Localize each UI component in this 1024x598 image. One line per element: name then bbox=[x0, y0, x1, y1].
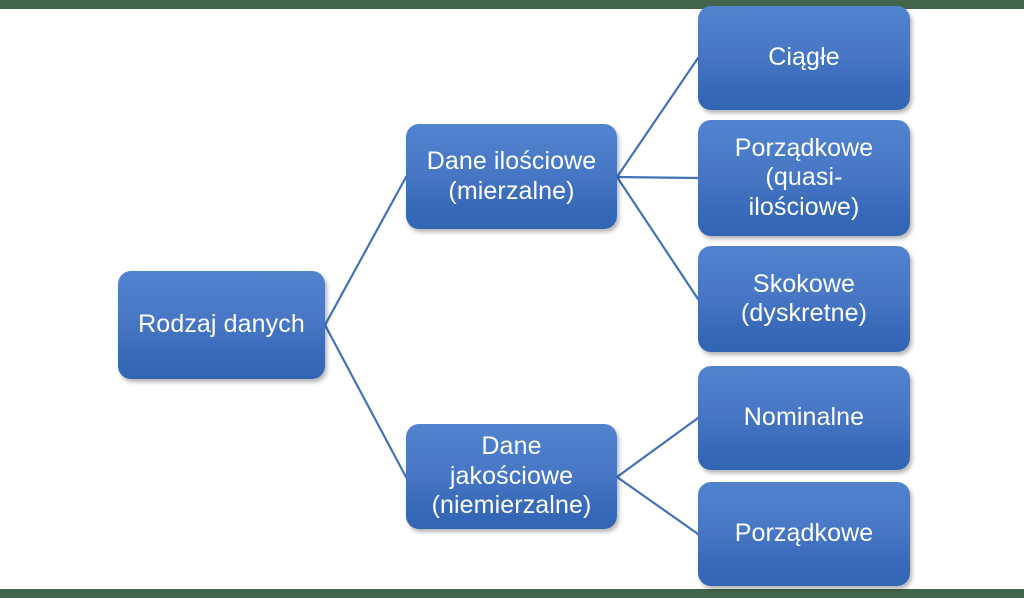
connector-qualitative-to-nominalne bbox=[615, 416, 700, 479]
connector-quantitative-to-skokowe bbox=[615, 175, 700, 301]
node-root-rodzaj-danych[interactable]: Rodzaj danych bbox=[118, 271, 325, 379]
connector-root-to-qualitative bbox=[323, 323, 408, 479]
connector-quantitative-to-porzadkowe-quasi bbox=[615, 175, 700, 180]
node-nominalne[interactable]: Nominalne bbox=[698, 366, 910, 470]
node-dane-ilosciowe[interactable]: Dane ilościowe (mierzalne) bbox=[406, 124, 617, 229]
bottom-edge-strip bbox=[0, 589, 1024, 598]
connector-qualitative-to-porzadkowe bbox=[615, 475, 700, 536]
connector-root-to-quantitative bbox=[323, 175, 408, 327]
node-dane-jakosciowe[interactable]: Dane jakościowe (niemierzalne) bbox=[406, 424, 617, 529]
node-porzadkowe-quasi-ilosciowe[interactable]: Porządkowe (quasi- ilościowe) bbox=[698, 120, 910, 236]
top-edge-strip bbox=[0, 0, 1024, 9]
node-porzadkowe[interactable]: Porządkowe bbox=[698, 482, 910, 586]
node-ciagle[interactable]: Ciągłe bbox=[698, 6, 910, 110]
node-skokowe-dyskretne[interactable]: Skokowe (dyskretne) bbox=[698, 246, 910, 352]
connector-quantitative-to-ciagle bbox=[615, 56, 700, 179]
